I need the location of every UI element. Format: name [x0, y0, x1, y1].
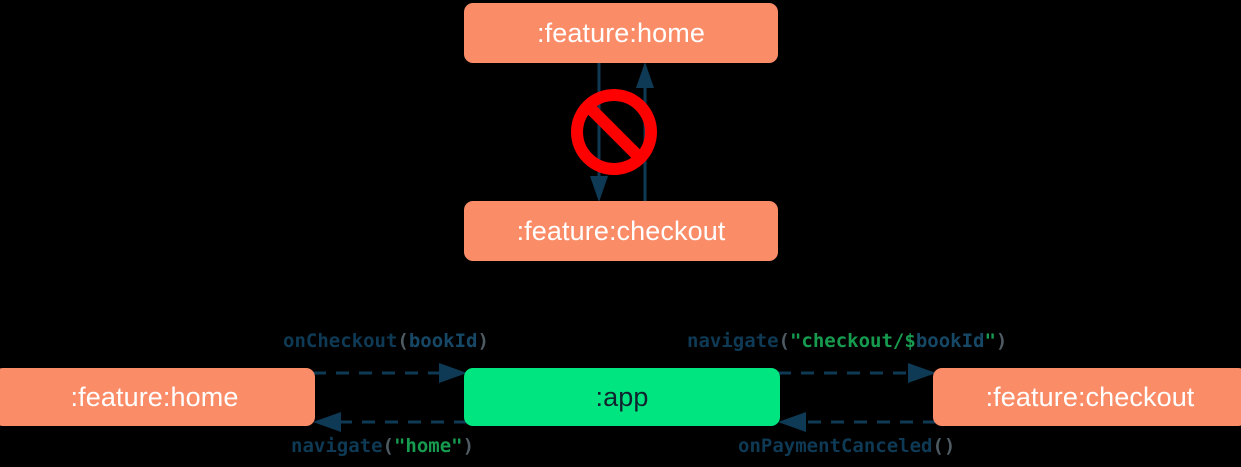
code-token-string: "checkout/ [789, 330, 905, 352]
module-node-feature-checkout-bottom[interactable]: :feature:checkout [933, 368, 1241, 426]
navigate-arrow-app-to-home [313, 412, 467, 432]
edge-label-on-payment-canceled: onPaymentCanceled() [738, 437, 955, 456]
edge-label-on-checkout: onCheckout(bookId) [283, 332, 489, 351]
module-node-label: :feature:home [537, 17, 705, 48]
callback-arrow-checkout-to-app [778, 412, 936, 432]
code-token-function: navigate [291, 435, 383, 457]
module-node-label: :feature:checkout [985, 381, 1195, 412]
navigate-arrow-app-to-checkout [778, 363, 936, 383]
code-token-punct: ) [462, 435, 475, 457]
code-token-dollar: $ [904, 330, 916, 352]
code-token-punct: ) [995, 330, 1008, 352]
code-token-string: "home" [393, 435, 463, 457]
code-token-variable: bookId [408, 330, 478, 352]
code-token-function: onPaymentCanceled [738, 435, 933, 457]
code-token-function: onCheckout [283, 330, 398, 352]
edge-label-navigate-checkout: navigate("checkout/$bookId") [687, 332, 1007, 351]
code-token-punct: ( [382, 435, 394, 457]
module-node-feature-home-bottom[interactable]: :feature:home [0, 368, 315, 426]
code-token-function: navigate [687, 330, 779, 352]
code-token-punct: ( [778, 330, 790, 352]
module-node-feature-home-top[interactable]: :feature:home [464, 3, 778, 63]
no-entry-icon [571, 89, 657, 175]
module-node-label: :app [595, 381, 649, 412]
code-token-variable: bookId [915, 330, 985, 352]
code-token-punct: () [932, 435, 956, 457]
code-token-punct: ( [397, 330, 409, 352]
module-node-feature-checkout-top[interactable]: :feature:checkout [464, 201, 778, 261]
module-node-app[interactable]: :app [464, 368, 780, 426]
code-token-string: " [984, 330, 996, 352]
code-token-punct: ) [477, 330, 489, 352]
callback-arrow-home-to-app [313, 363, 467, 383]
edge-label-navigate-home: navigate("home") [291, 437, 474, 456]
module-node-label: :feature:home [70, 381, 239, 412]
module-node-label: :feature:checkout [516, 215, 726, 246]
